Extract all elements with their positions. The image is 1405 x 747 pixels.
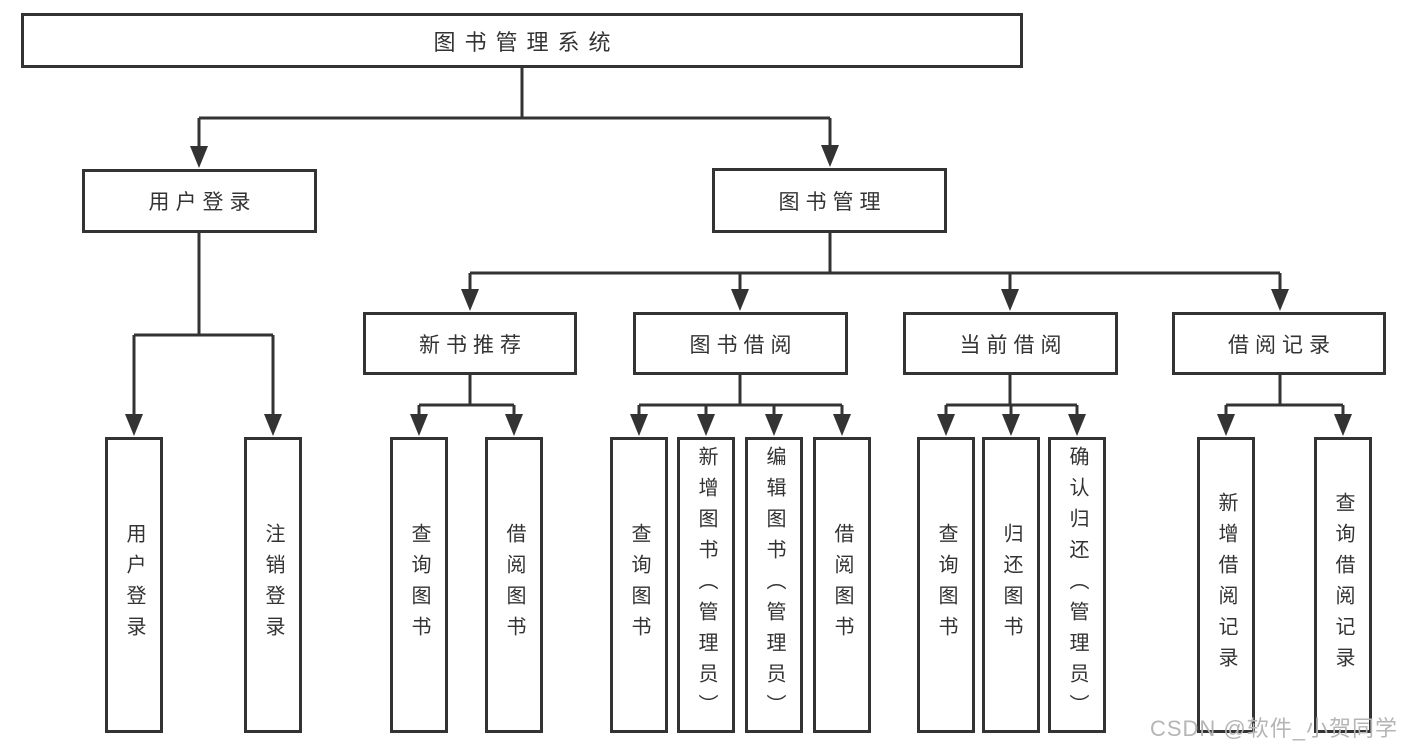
leaf-add-borrow-record-label: 新增借阅记录 xyxy=(1215,492,1237,678)
leaf-edit-book-admin-label: 编辑图书（管理员） xyxy=(763,445,785,725)
node-book-management: 图书管理 xyxy=(712,168,947,233)
leaf-logout-label: 注销登录 xyxy=(262,523,284,647)
leaf-edit-book-admin: 编辑图书（管理员） xyxy=(745,437,803,733)
node-user-login: 用户登录 xyxy=(82,169,317,233)
leaf-query-books-recommend: 查询图书 xyxy=(390,437,448,733)
node-book-borrow: 图书借阅 xyxy=(633,312,848,375)
leaf-query-books-borrow: 查询图书 xyxy=(610,437,668,733)
leaf-return-book-label: 归还图书 xyxy=(1000,523,1022,647)
tree-edges xyxy=(132,68,1345,418)
leaf-add-book-admin: 新增图书（管理员） xyxy=(677,437,735,733)
leaf-query-books-current: 查询图书 xyxy=(917,437,975,733)
leaf-confirm-return-admin: 确认归还（管理员） xyxy=(1048,437,1106,733)
node-borrow-records: 借阅记录 xyxy=(1172,312,1386,375)
leaf-logout: 注销登录 xyxy=(244,437,302,733)
csdn-watermark: CSDN @软件_小贺同学 xyxy=(1149,716,1398,741)
leaf-query-borrow-record-label: 查询借阅记录 xyxy=(1332,492,1354,678)
leaf-query-borrow-record: 查询借阅记录 xyxy=(1314,437,1372,733)
leaf-add-book-admin-label: 新增图书（管理员） xyxy=(695,445,717,725)
leaf-borrow-books-recommend-label: 借阅图书 xyxy=(503,523,525,647)
leaf-query-books-borrow-label: 查询图书 xyxy=(628,523,650,647)
leaf-borrow-books-recommend: 借阅图书 xyxy=(485,437,543,733)
node-current-borrow: 当前借阅 xyxy=(903,312,1118,375)
leaf-query-books-current-label: 查询图书 xyxy=(935,523,957,647)
node-new-book-recommend: 新书推荐 xyxy=(363,312,577,375)
leaf-user-login: 用户登录 xyxy=(105,437,163,733)
node-root-system: 图书管理系统 xyxy=(21,13,1023,68)
leaf-user-login-label: 用户登录 xyxy=(123,523,145,647)
arrowheads xyxy=(125,145,1352,436)
leaf-query-books-recommend-label: 查询图书 xyxy=(408,523,430,647)
leaf-borrow-books-label: 借阅图书 xyxy=(831,523,853,647)
leaf-confirm-return-admin-label: 确认归还（管理员） xyxy=(1066,445,1088,725)
leaf-borrow-books: 借阅图书 xyxy=(813,437,871,733)
leaf-return-book: 归还图书 xyxy=(982,437,1040,733)
leaf-add-borrow-record: 新增借阅记录 xyxy=(1197,437,1255,733)
